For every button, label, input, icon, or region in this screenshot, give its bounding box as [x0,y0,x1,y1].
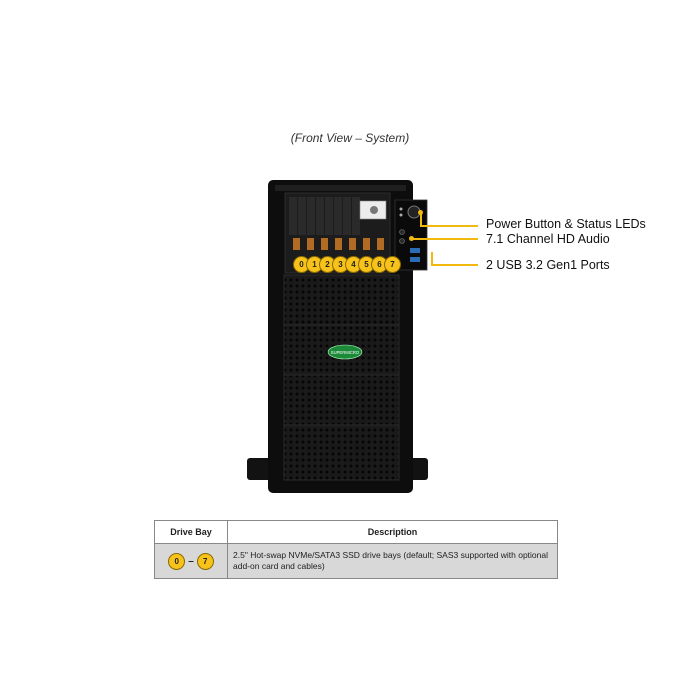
column-header-description: Description [227,520,558,544]
bay-badge-from: 0 [168,552,186,570]
callout-label-power: Power Button & Status LEDs [486,217,646,231]
callout-dot-audio [409,236,414,241]
usb-port-icon [410,248,420,253]
column-header-drive-bay: Drive Bay [154,520,228,544]
drive-slots [289,197,360,235]
drive-bay-badge-7: 7 [384,256,401,273]
figure-caption: (Front View – System) [290,131,410,145]
callout-label-audio: 7.1 Channel HD Audio [486,232,610,246]
drive-bay-table: Drive Bay Description 0–7 2.5" Hot-swap … [154,520,558,579]
bay-range-dash: – [188,555,194,567]
audio-jack-icon [399,229,405,235]
logo-text: SUPERMICRO [331,350,360,355]
callout-label-usb: 2 USB 3.2 Gen1 Ports [486,258,610,272]
drive-trays-orange [293,238,384,250]
callout-line-audio [412,238,478,240]
usb-port-icon-2 [410,257,420,262]
callout-line-power-v [420,212,422,226]
callout-line-usb [431,264,478,266]
description-cell: 2.5" Hot-swap NVMe/SATA3 SSD drive bays … [227,543,558,579]
table-row: 0–7 2.5" Hot-swap NVMe/SATA3 SSD drive b… [154,543,558,579]
table-header-row: Drive Bay Description [154,520,558,544]
tower-chassis-illustration: SUPERMICRO [247,180,428,493]
drive-bay-badge-0: 0 [293,256,310,273]
callout-line-usb-v [431,252,433,266]
callout-line-power [420,225,478,227]
drive-bay-cell: 0–7 [154,543,228,579]
supermicro-logo [327,344,363,360]
bay-badge-to: 7 [196,552,214,570]
front-mesh-panel [283,274,400,481]
audio-jack-icon-2 [399,238,405,244]
